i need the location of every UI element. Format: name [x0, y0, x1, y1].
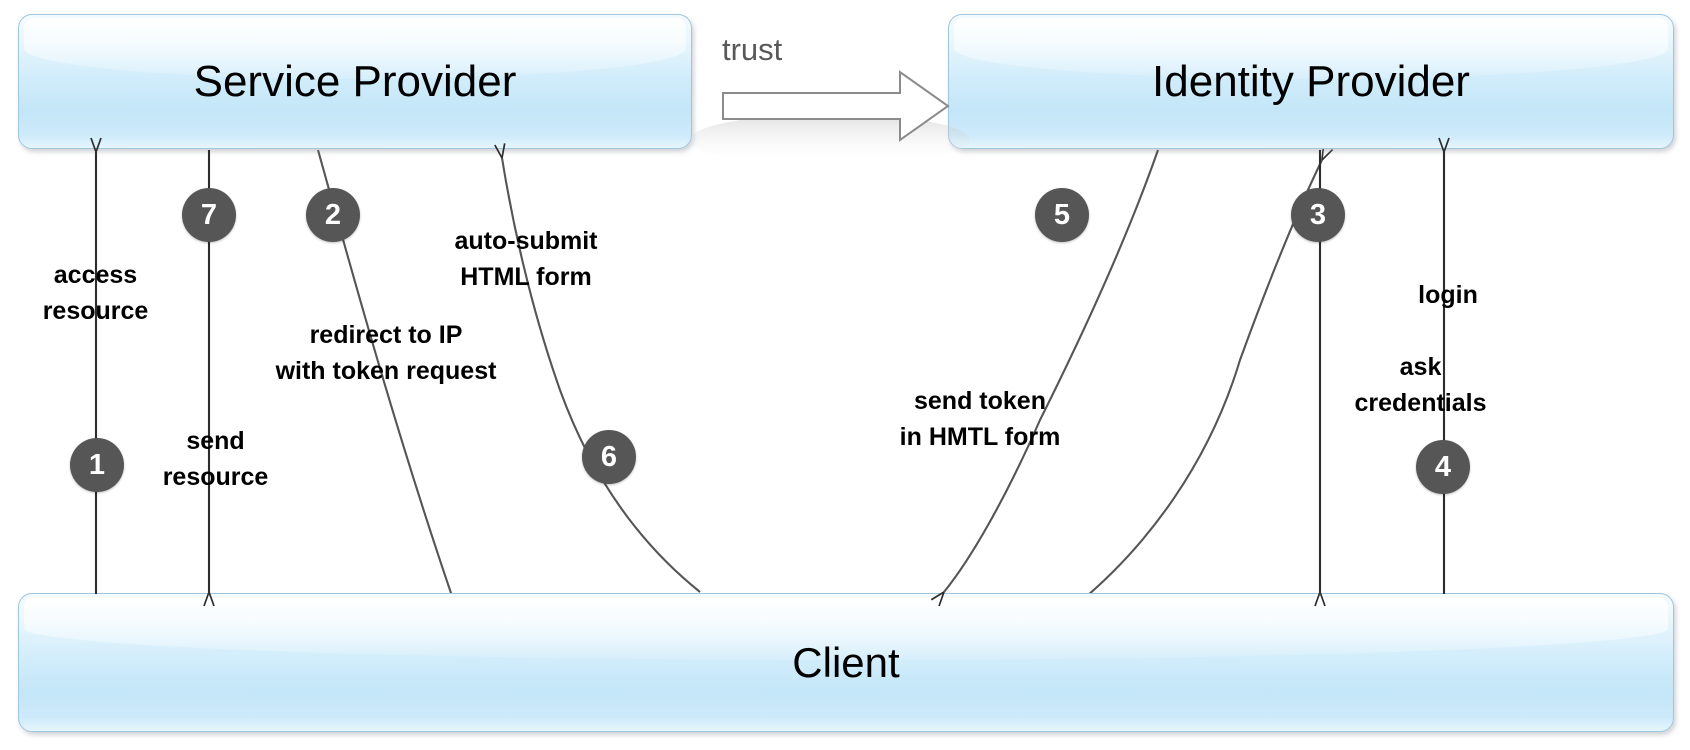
step-badge-1-number: 1	[88, 448, 106, 481]
step-badge-2[interactable]: 2	[306, 188, 360, 242]
edge-label-redirect-to-ip: redirect to IP with token request	[275, 321, 497, 385]
step-badge-5-number: 5	[1053, 198, 1071, 231]
step-badge-4[interactable]: 4	[1416, 440, 1470, 494]
edge-label-auto-submit-html-form: auto-submit HTML form	[454, 227, 598, 291]
node-identity-provider[interactable]: Identity Provider	[948, 14, 1674, 149]
step-badge-5[interactable]: 5	[1035, 188, 1089, 242]
step-badge-3[interactable]: 3	[1291, 188, 1345, 242]
trust-label: trust	[722, 32, 783, 67]
step-badge-3-number: 3	[1309, 198, 1327, 231]
step-badge-6-number: 6	[600, 440, 618, 473]
step-badge-7-number: 7	[200, 198, 218, 231]
step-badge-2-number: 2	[324, 198, 342, 231]
node-service-provider[interactable]: Service Provider	[18, 14, 692, 149]
step-badge-4-number: 4	[1434, 450, 1452, 483]
step-badge-7[interactable]: 7	[182, 188, 236, 242]
identity-provider-label: Identity Provider	[1152, 56, 1470, 106]
step-badge-1[interactable]: 1	[70, 438, 124, 492]
edge-label-login: login	[1418, 281, 1478, 309]
node-client[interactable]: Client	[18, 593, 1674, 732]
step-badge-6[interactable]: 6	[582, 430, 636, 484]
service-provider-label: Service Provider	[193, 56, 517, 106]
edge-label-ask-credentials: ask credentials	[1354, 353, 1487, 417]
edge-label-send-resource: send resource	[162, 427, 269, 491]
edge-label-send-token: send token in HMTL form	[899, 387, 1061, 451]
edge-label-access-resource: access resource	[42, 261, 149, 325]
client-label: Client	[792, 638, 900, 686]
